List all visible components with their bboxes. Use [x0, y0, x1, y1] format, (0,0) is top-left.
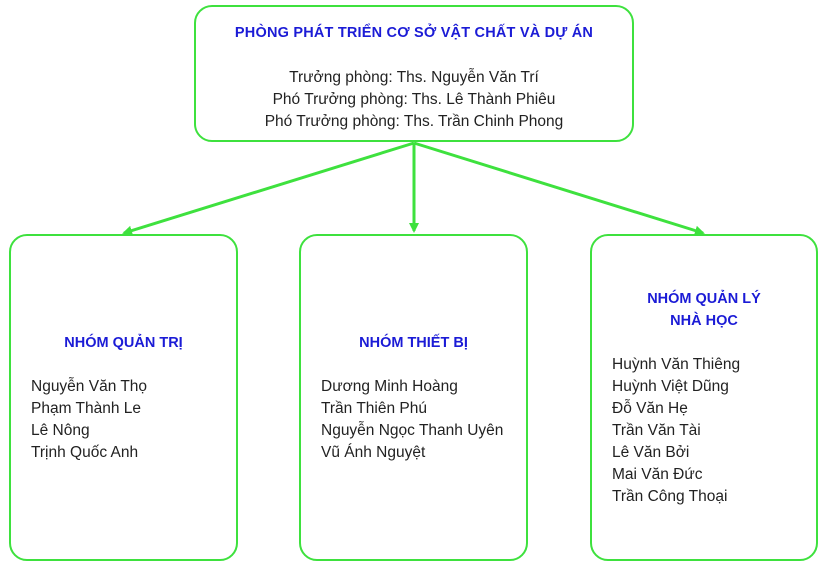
member-name: Dương Minh Hoàng	[321, 378, 458, 395]
member-list: Dương Minh Hoàng Trần Thiên Phú Nguyễn N…	[321, 376, 522, 464]
member-list: Huỳnh Văn Thiêng Huỳnh Việt Dũng Đỗ Văn …	[612, 354, 812, 508]
member-name: Trần Thiên Phú	[321, 400, 427, 417]
member-name: Huỳnh Việt Dũng	[612, 378, 729, 395]
group-box-buildings: NHÓM QUẢN LÝ NHÀ HỌC Huỳnh Văn Thiêng Hu…	[590, 234, 818, 561]
member-name: Nguyễn Ngọc Thanh Uyên	[321, 422, 504, 439]
member-name: Trần Công Thoại	[612, 488, 728, 505]
group-title: NHÓM QUẢN LÝ NHÀ HỌC	[592, 288, 816, 332]
member-name: Vũ Ánh Nguyệt	[321, 444, 426, 461]
member-name: Nguyễn Văn Thọ	[31, 378, 148, 395]
member-name: Phạm Thành Le	[31, 400, 142, 417]
member-list: Nguyễn Văn Thọ Phạm Thành Le Lê Nông Trị…	[31, 376, 232, 464]
member-name: Mai Văn Đức	[612, 466, 703, 483]
member-name: Huỳnh Văn Thiêng	[612, 356, 741, 373]
member-name: Trần Văn Tài	[612, 422, 701, 439]
group-title-line: NHÓM QUẢN LÝ	[647, 291, 761, 307]
leader-line: Phó Trưởng phòng: Ths. Trần Chinh Phong	[264, 113, 564, 130]
department-box: PHÒNG PHÁT TRIỂN CƠ SỞ VẬT CHẤT VÀ DỰ ÁN…	[194, 5, 634, 142]
leader-line: Phó Trưởng phòng: Ths. Lê Thành Phiêu	[272, 91, 556, 108]
group-title-line: NHÓM THIẾT BỊ	[359, 335, 468, 351]
arrow-to-group-1	[122, 141, 415, 236]
group-box-equipment: NHÓM THIẾT BỊ Dương Minh Hoàng Trần Thiê…	[299, 234, 528, 561]
member-name: Lê Văn Bởi	[612, 444, 690, 461]
arrow-to-group-3	[413, 141, 705, 236]
leader-line: Trưởng phòng: Ths. Nguyễn Văn Trí	[289, 69, 539, 86]
group-title: NHÓM THIẾT BỊ	[301, 332, 526, 354]
group-title: NHÓM QUẢN TRỊ	[11, 332, 236, 354]
department-title: PHÒNG PHÁT TRIỂN CƠ SỞ VẬT CHẤT VÀ DỰ ÁN	[234, 25, 594, 41]
group-title-line: NHÓM QUẢN TRỊ	[64, 335, 183, 351]
group-title-line: NHÀ HỌC	[670, 313, 738, 329]
group-box-admin: NHÓM QUẢN TRỊ Nguyễn Văn Thọ Phạm Thành …	[9, 234, 238, 561]
member-name: Trịnh Quốc Anh	[31, 444, 139, 461]
leadership-list: Trưởng phòng: Ths. Nguyễn Văn Trí Phó Tr…	[196, 67, 632, 133]
member-name: Đỗ Văn Hẹ	[612, 400, 688, 417]
member-name: Lê Nông	[31, 422, 90, 439]
